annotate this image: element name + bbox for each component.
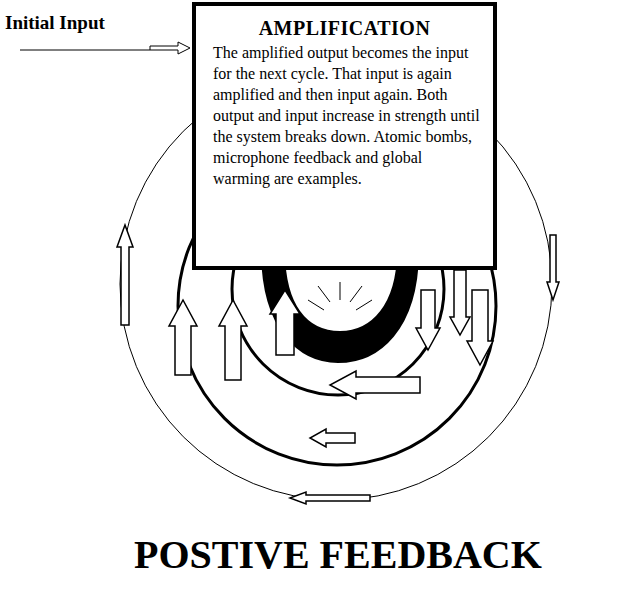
- input-label: Initial Input: [5, 12, 105, 34]
- flow-arrow: [290, 492, 370, 504]
- box-body: The amplified output becomes the input f…: [213, 42, 483, 189]
- flow-arrow: [547, 235, 559, 300]
- flow-arrow: [117, 225, 133, 325]
- flow-arrow: [219, 300, 247, 380]
- sound-burst: [308, 282, 372, 310]
- amplification-box: AMPLIFICATIONThe amplified output become…: [192, 2, 497, 270]
- flow-arrow: [416, 290, 440, 350]
- box-heading: AMPLIFICATION: [202, 16, 487, 40]
- input-arrow: [20, 42, 190, 54]
- diagram-title: POSTIVE FEEDBACK: [134, 532, 542, 578]
- flow-arrow: [330, 371, 420, 399]
- flow-arrow: [270, 290, 300, 355]
- flow-arrow: [310, 429, 355, 447]
- flow-arrow: [169, 300, 197, 375]
- flow-arrow: [450, 270, 470, 335]
- flow-arrow: [467, 290, 493, 365]
